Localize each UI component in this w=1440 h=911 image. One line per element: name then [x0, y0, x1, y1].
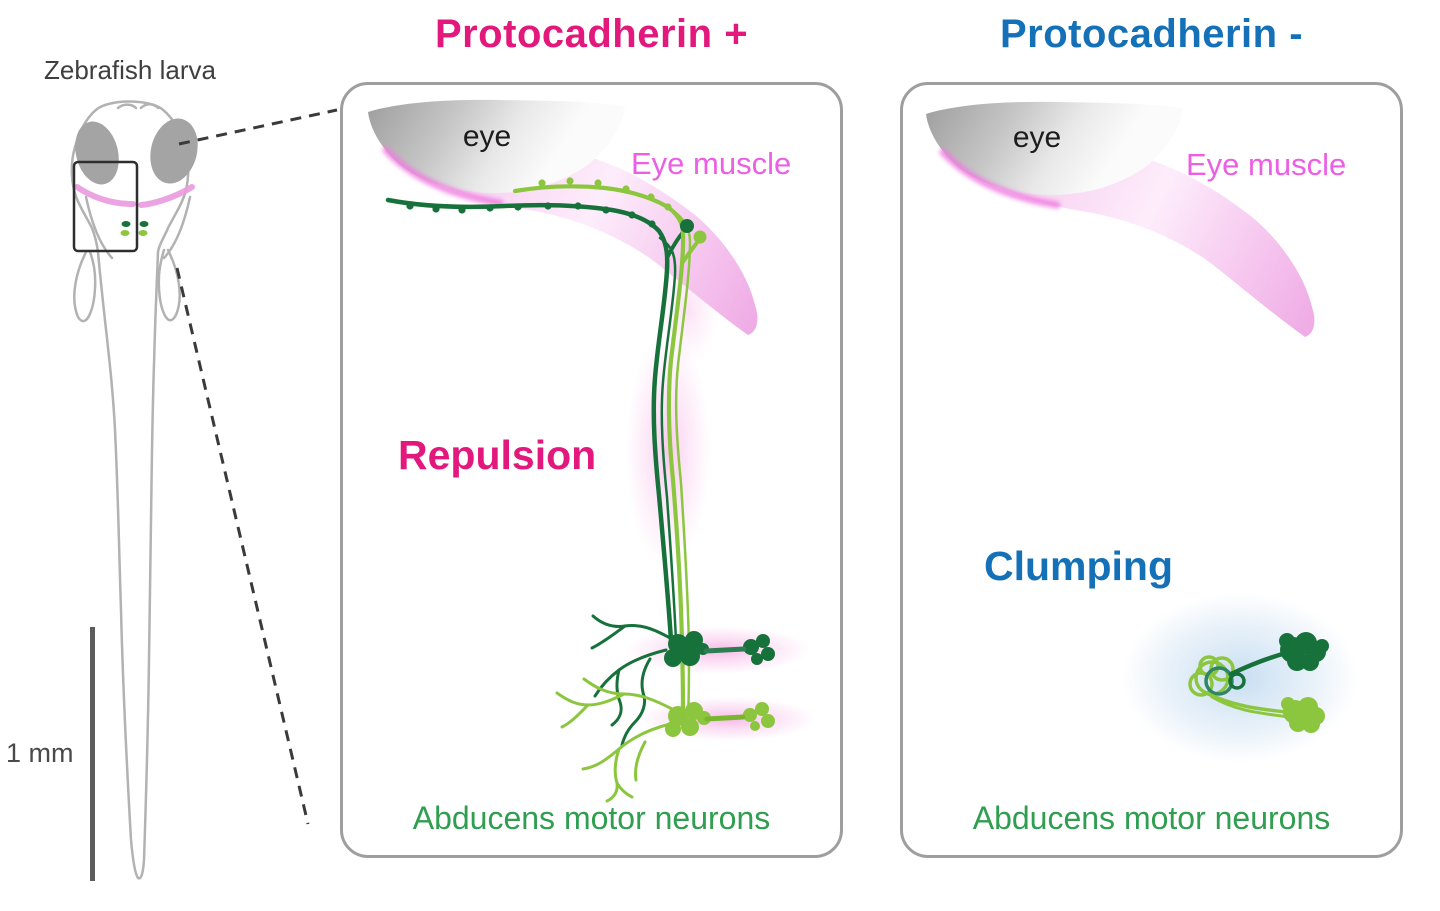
- soma-connector-dark: [703, 646, 747, 654]
- fish-eye-muscle-strokes: [74, 184, 195, 208]
- pcdh-plus-art: [368, 99, 816, 803]
- fish-head-outline: [70, 100, 190, 254]
- clump-soma-light: [1281, 697, 1325, 733]
- motor-neurons-dark: [664, 631, 775, 667]
- zebrafish-illustration: [70, 100, 192, 880]
- pcdh-minus-art: [926, 101, 1358, 763]
- blue-clump-glow: [1122, 593, 1358, 763]
- title-protocadherin-minus: Protocadherin -: [999, 12, 1304, 56]
- pink-glow-axon-bundle: [626, 332, 710, 568]
- boutons-dark: [406, 202, 694, 233]
- boutons-light: [538, 177, 707, 244]
- eye-muscle-label-plus: Eye muscle: [631, 146, 792, 181]
- abducens-label-plus: Abducens motor neurons: [412, 800, 771, 836]
- clump-soma-dark: [1279, 632, 1329, 671]
- clumping-label: Clumping: [984, 543, 1174, 589]
- clump-loop-teal: [1204, 666, 1234, 696]
- dashed-connector-upper: [178, 108, 338, 146]
- eye-label-minus: eye: [1012, 121, 1062, 154]
- zebrafish-larva-label: Zebrafish larva: [44, 55, 216, 85]
- abducens-label-minus: Abducens motor neurons: [972, 800, 1331, 836]
- growth-cone-dark: [680, 219, 694, 233]
- clump-connector-light: [1202, 690, 1290, 719]
- fish-left-fin: [73, 250, 97, 323]
- dashed-connector-lower: [175, 267, 310, 825]
- fish-right-fin: [157, 248, 181, 322]
- eye-muscle-label-minus: Eye muscle: [1186, 147, 1347, 182]
- fish-neuron-dots-light: [120, 230, 148, 236]
- soma-connector-light: [704, 714, 746, 722]
- fish-eyes: [75, 118, 198, 185]
- title-protocadherin-plus: Protocadherin +: [434, 12, 749, 56]
- motor-neurons-light: [665, 702, 775, 737]
- scale-bar: [90, 627, 95, 881]
- fish-neuron-dots-dark: [121, 221, 149, 227]
- eye-label-plus: eye: [462, 120, 512, 153]
- scale-bar-label: 1 mm: [6, 738, 74, 768]
- growth-cone-light: [693, 230, 707, 244]
- dendrites-light: [555, 677, 676, 803]
- fish-body-outline: [96, 250, 160, 880]
- inset-rectangle: [72, 160, 139, 253]
- clump-loop-dark: [1228, 672, 1246, 690]
- repulsion-label: Repulsion: [398, 432, 597, 478]
